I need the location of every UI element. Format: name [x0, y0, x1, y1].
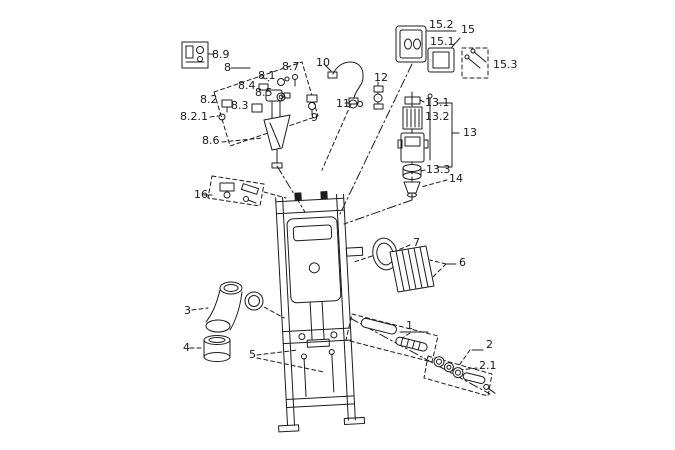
label-15-1: 15.1: [430, 35, 455, 48]
label-13: 13: [463, 126, 477, 139]
label-8-2: 8.2: [200, 93, 218, 106]
label-9: 9: [311, 111, 318, 124]
label-8-7: 8.7: [282, 60, 300, 73]
part-7-seal-ring: [372, 237, 398, 271]
label-7: 7: [413, 236, 420, 249]
part-13-flush-valve: [397, 93, 460, 198]
label-8: 8: [224, 61, 231, 74]
frame-rails: [275, 193, 366, 433]
label-10: 10: [316, 56, 330, 69]
label-8-6: 8.6: [202, 134, 220, 147]
frame-studs: [294, 191, 328, 201]
label-13-2: 13.2: [425, 110, 450, 123]
part-10-flex-hose: [323, 61, 364, 105]
label-2-1: 2.1: [479, 359, 497, 372]
label-8-2-1: 8.2.1: [180, 110, 208, 123]
part-9-elbow-fitting: [306, 94, 318, 116]
label-8-1: 8.1: [258, 69, 276, 82]
label-11: 11: [336, 97, 350, 110]
label-15: 15: [461, 23, 475, 36]
part-6-protection-box: [389, 245, 457, 293]
part-11-nut: [344, 99, 363, 109]
label-2: 2: [486, 338, 493, 351]
label-8-9: 8.9: [212, 48, 230, 61]
label-8-4: 8.4: [238, 79, 256, 92]
part-8-9-mini-cistern: [181, 41, 215, 69]
label-1: 1: [406, 319, 413, 332]
label-12: 12: [374, 71, 388, 84]
label-16: 16: [194, 188, 208, 201]
label-4: 4: [183, 341, 190, 354]
label-3: 3: [184, 304, 191, 317]
installation-frame: [275, 191, 366, 433]
cistern: [286, 216, 342, 348]
label-15-3: 15.3: [493, 58, 518, 71]
part-16-brackets: [203, 182, 260, 204]
part-2-fixing-set: [433, 349, 496, 394]
label-15-2: 15.2: [429, 18, 454, 31]
part-15-flush-plate-group: [395, 25, 489, 79]
label-8-5: 8.5: [255, 86, 273, 99]
label-5: 5: [249, 348, 256, 361]
label-6: 6: [459, 256, 466, 269]
label-13-3: 13.3: [426, 163, 451, 176]
label-13-1: 13.1: [425, 96, 450, 109]
label-14: 14: [449, 172, 463, 185]
part-12-angle-valve: [373, 85, 384, 110]
label-8-3: 8.3: [231, 99, 249, 112]
frame-bolts: [298, 331, 338, 397]
part-1-wall-anchors: [360, 317, 429, 352]
part-labels: 15.2 15 15.1 15.3 8.9 8 8.7 8.1 10 8.4 8…: [180, 18, 518, 372]
part-8-fill-valve-assembly: [218, 67, 298, 169]
part-3-elbow-pipe: [205, 281, 264, 333]
part-4-cuff: [203, 335, 231, 362]
